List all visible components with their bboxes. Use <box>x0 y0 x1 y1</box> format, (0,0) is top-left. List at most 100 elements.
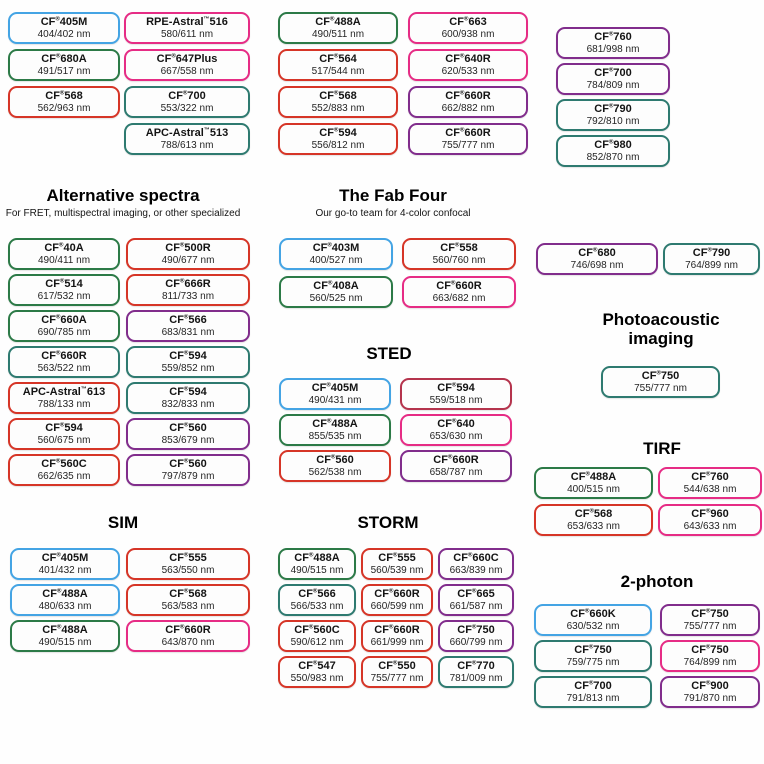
section-header-2-photon: 2-photon <box>621 572 694 591</box>
dye-wavelengths: 755/777 nm <box>634 383 687 394</box>
dye-name: CF®560 <box>169 422 207 434</box>
dye-wavelengths: 517/544 nm <box>311 66 365 77</box>
dye-name: CF®405M <box>41 552 89 564</box>
section-header-storm: STORM <box>357 513 418 532</box>
dye-wavelengths: 400/527 nm <box>309 255 363 266</box>
dye-wavelengths: 490/515 nm <box>290 565 344 576</box>
dye-wavelengths: 480/633 nm <box>38 601 92 612</box>
dye-name: CF®660R <box>165 624 211 636</box>
dye-wavelengths: 620/533 nm <box>441 66 495 77</box>
dye-wavelengths: 653/630 nm <box>429 431 483 442</box>
dye-wavelengths: 662/882 nm <box>441 103 495 114</box>
dye-wavelengths: 490/515 nm <box>38 637 92 648</box>
section-title: TIRF <box>643 439 681 458</box>
dye-wavelengths: 764/899 nm <box>683 657 737 668</box>
dye-wavelengths: 490/431 nm <box>308 395 362 406</box>
dye-name: CF®566 <box>169 314 207 326</box>
dye-name: CF®640R <box>445 53 491 65</box>
dye-name: CF®660R <box>445 127 491 139</box>
dye-wavelengths: 559/518 nm <box>429 395 483 406</box>
dye-name: CF®564 <box>319 53 357 65</box>
dye-wavelengths: 832/833 nm <box>161 399 215 410</box>
dye-wavelengths: 690/785 nm <box>37 327 91 338</box>
dye-wavelengths: 852/870 nm <box>586 152 640 163</box>
dye-name: CF®405M <box>40 16 88 28</box>
dye-name: CF®488A <box>42 624 88 636</box>
section-header-tirf: TIRF <box>643 439 681 458</box>
dye-wavelengths: 563/550 nm <box>161 565 215 576</box>
dye-name: CF®960 <box>691 508 729 520</box>
section-header-photoacoustic: Photoacoustic imaging <box>591 310 731 348</box>
dye-name: CF®558 <box>440 242 478 254</box>
dye-name: CF®560C <box>41 458 87 470</box>
section-title: SIM <box>107 513 139 532</box>
dye-name: CF®40A <box>44 242 84 254</box>
dye-wavelengths: 660/599 nm <box>370 601 424 612</box>
dye-wavelengths: 404/402 nm <box>37 29 91 40</box>
dye-wavelengths: 560/675 nm <box>37 435 91 446</box>
dye-wavelengths: 781/009 nm <box>449 673 503 684</box>
dye-wavelengths: 784/809 nm <box>586 80 640 91</box>
dye-name: CF®488A <box>570 471 617 483</box>
dye-wavelengths: 755/777 nm <box>441 140 495 151</box>
dye-name: CF®560 <box>316 454 354 466</box>
dye-wavelengths: 661/587 nm <box>449 601 503 612</box>
dye-name: CF®568 <box>574 508 613 520</box>
dye-name: CF®660A <box>41 314 87 326</box>
dye-wavelengths: 490/677 nm <box>161 255 215 266</box>
dye-wavelengths: 663/839 nm <box>449 565 503 576</box>
dye-wavelengths: 553/322 nm <box>160 103 214 114</box>
dye-wavelengths: 401/432 nm <box>38 565 92 576</box>
dye-name: CF®568 <box>169 588 207 600</box>
dye-name: CF®555 <box>378 552 416 564</box>
dye-wavelengths: 683/831 nm <box>161 327 215 338</box>
section-title: The Fab Four <box>339 186 447 205</box>
dye-wavelengths: 653/633 nm <box>567 521 620 532</box>
dye-wavelengths: 788/133 nm <box>37 399 91 410</box>
dye-wavelengths: 643/870 nm <box>161 637 215 648</box>
dye-wavelengths: 560/539 nm <box>370 565 424 576</box>
section-title: Photoacoustic imaging <box>602 310 720 348</box>
dye-name: CF®663 <box>449 16 487 28</box>
dye-wavelengths: 562/538 nm <box>308 467 362 478</box>
dye-name: CF®647Plus <box>156 53 218 65</box>
dye-wavelengths: 791/813 nm <box>566 693 620 704</box>
dye-name: CF®514 <box>45 278 83 290</box>
dye-wavelengths: 560/525 nm <box>309 293 363 304</box>
dye-wavelengths: 660/799 nm <box>449 637 503 648</box>
